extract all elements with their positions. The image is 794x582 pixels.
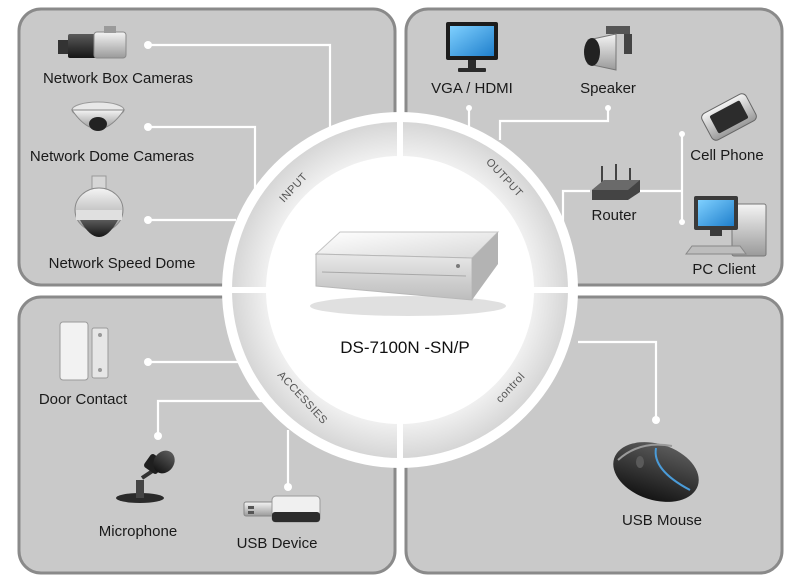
cell-phone-icon	[701, 93, 757, 141]
label-door-contact: Door Contact	[39, 391, 128, 408]
usb-mouse-icon	[613, 442, 699, 502]
label-microphone: Microphone	[99, 523, 177, 540]
speaker-icon	[584, 26, 632, 71]
connectors-control	[578, 340, 660, 424]
label-pc-client: PC Client	[692, 261, 756, 278]
label-vga-hdmi: VGA / HDMI	[431, 80, 513, 97]
label-network-dome-cameras: Network Dome Cameras	[30, 148, 194, 165]
pc-client-icon	[685, 196, 767, 257]
center-device-model: DS-7100N -SN/P	[340, 338, 469, 357]
label-usb-mouse: USB Mouse	[622, 512, 702, 529]
connectors-input	[144, 41, 332, 224]
door-contact-icon	[59, 321, 109, 381]
label-usb-device: USB Device	[237, 535, 318, 552]
label-network-box-cameras: Network Box Cameras	[43, 70, 193, 87]
connectors-output	[466, 105, 685, 225]
label-speaker: Speaker	[580, 80, 636, 97]
network-box-camera-icon	[58, 26, 127, 59]
ring-dividers	[222, 112, 578, 468]
network-speed-dome-icon	[74, 175, 124, 237]
network-dome-camera-icon	[71, 101, 125, 131]
usb-device-icon	[243, 495, 321, 523]
router-icon	[592, 164, 640, 200]
dvr-device-icon	[310, 231, 506, 316]
monitor-icon	[446, 22, 498, 72]
label-cell-phone: Cell Phone	[690, 147, 763, 164]
connectors-accessories	[144, 358, 292, 491]
label-network-speed-dome: Network Speed Dome	[49, 255, 196, 272]
microphone-icon	[116, 450, 175, 503]
label-router: Router	[591, 207, 636, 224]
